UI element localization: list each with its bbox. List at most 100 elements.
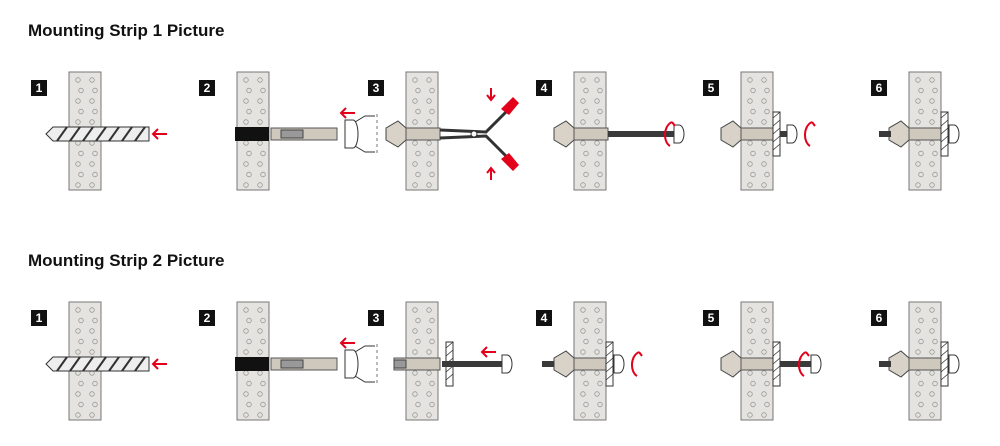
strip-1-title: Mounting Strip 1 Picture bbox=[28, 21, 225, 40]
wall-texture-dot bbox=[260, 317, 266, 324]
wall-texture-dot bbox=[429, 108, 435, 115]
step-badge: 1 bbox=[31, 80, 47, 96]
screw-shaft bbox=[780, 131, 787, 137]
step-illustration bbox=[45, 71, 167, 191]
wall-texture-dot bbox=[429, 401, 435, 408]
wall-texture-dot bbox=[429, 87, 435, 94]
wall-texture-dot bbox=[583, 338, 589, 345]
rotate-arrow-icon bbox=[798, 351, 810, 377]
wall-texture-dot bbox=[750, 380, 756, 387]
wall-texture-dot bbox=[764, 87, 770, 94]
screw-tip bbox=[542, 361, 554, 367]
wall-texture-dot bbox=[260, 87, 266, 94]
wall-texture-dot bbox=[747, 349, 753, 355]
screw-tip bbox=[879, 361, 891, 367]
wall-texture-dot bbox=[761, 182, 767, 188]
wall-texture-dot bbox=[747, 161, 753, 167]
wall-texture-dot bbox=[915, 119, 921, 125]
arrow-left-icon bbox=[339, 337, 355, 349]
wall-texture-dot bbox=[583, 380, 589, 387]
wall-texture-dot bbox=[915, 98, 921, 104]
wall-texture-dot bbox=[246, 317, 252, 324]
wall-texture-dot bbox=[78, 171, 84, 178]
expanded-anchor-legs bbox=[888, 120, 910, 148]
wall-texture-dot bbox=[257, 77, 263, 83]
wall-texture-dot bbox=[580, 370, 586, 376]
wall-texture-dot bbox=[932, 317, 938, 324]
wall-texture-dot bbox=[426, 391, 432, 397]
pliers-pivot bbox=[470, 130, 478, 138]
wall-texture-dot bbox=[583, 317, 589, 324]
screw-shaft bbox=[442, 361, 502, 367]
fixture-hatch bbox=[772, 365, 781, 373]
wall-texture-dot bbox=[426, 140, 432, 146]
arrow-left-icon bbox=[339, 107, 355, 119]
wall-texture-dot bbox=[246, 338, 252, 345]
wall-texture-dot bbox=[412, 349, 418, 355]
wall-texture-dot bbox=[92, 150, 98, 157]
fixture-hatch bbox=[772, 373, 781, 381]
wall-texture-dot bbox=[246, 108, 252, 115]
wall-texture-dot bbox=[246, 171, 252, 178]
fixture-hatch bbox=[940, 111, 949, 119]
wall-texture-dot bbox=[412, 182, 418, 188]
wall-texture-dot bbox=[412, 328, 418, 334]
wall-texture-dot bbox=[915, 349, 921, 355]
wall-texture-dot bbox=[415, 401, 421, 408]
wall-texture-dot bbox=[583, 401, 589, 408]
wall-texture-dot bbox=[597, 317, 603, 324]
wall-texture-dot bbox=[429, 338, 435, 345]
wall-texture-dot bbox=[583, 87, 589, 94]
wall-texture-dot bbox=[257, 391, 263, 397]
wall-texture-dot bbox=[915, 182, 921, 188]
wall-texture-dot bbox=[929, 77, 935, 83]
step-badge: 2 bbox=[199, 80, 215, 96]
screw-shaft bbox=[780, 361, 811, 367]
anchor-sleeve bbox=[405, 127, 441, 141]
wall-texture-dot bbox=[747, 119, 753, 125]
fixture-hatch bbox=[940, 365, 949, 373]
wall-texture-dot bbox=[415, 338, 421, 345]
wall-texture-dot bbox=[583, 108, 589, 115]
drill-flute bbox=[56, 126, 68, 142]
wall-texture-dot bbox=[929, 119, 935, 125]
wall-texture-dot bbox=[594, 140, 600, 146]
wall-texture-dot bbox=[761, 307, 767, 313]
drilled-hole bbox=[235, 127, 269, 141]
wall-texture-dot bbox=[915, 77, 921, 83]
screw-head bbox=[948, 124, 960, 144]
wall-texture-dot bbox=[429, 380, 435, 387]
fixture-hatch bbox=[445, 373, 454, 381]
drill-flute bbox=[69, 126, 81, 142]
wall-texture-dot bbox=[75, 391, 81, 397]
wall-texture-dot bbox=[915, 412, 921, 418]
step-illustration bbox=[553, 71, 685, 191]
fixture-hatch bbox=[940, 349, 949, 357]
arrow-up-icon bbox=[486, 166, 496, 180]
drill-flute bbox=[121, 356, 133, 372]
wall-texture-dot bbox=[412, 119, 418, 125]
wall-texture-dot bbox=[932, 108, 938, 115]
wall-texture-dot bbox=[580, 349, 586, 355]
wall-texture-dot bbox=[580, 328, 586, 334]
rotate-arrow-icon bbox=[664, 121, 676, 147]
wall-texture-dot bbox=[918, 87, 924, 94]
wall-texture-dot bbox=[929, 412, 935, 418]
arrow-left-icon bbox=[480, 346, 496, 358]
setting-tool bbox=[344, 115, 375, 153]
wall-texture-dot bbox=[761, 349, 767, 355]
step-badge: 5 bbox=[703, 310, 719, 326]
wall-texture-dot bbox=[78, 150, 84, 157]
wall-texture-dot bbox=[415, 380, 421, 387]
wall-texture-dot bbox=[415, 150, 421, 157]
wall-texture-dot bbox=[932, 338, 938, 345]
wall-texture-dot bbox=[412, 370, 418, 376]
drill-flute bbox=[134, 126, 146, 142]
wall-texture-dot bbox=[747, 328, 753, 334]
wall-texture-dot bbox=[92, 338, 98, 345]
wall-texture-dot bbox=[78, 317, 84, 324]
wall-texture-dot bbox=[246, 380, 252, 387]
wall-texture-dot bbox=[415, 108, 421, 115]
wall-texture-dot bbox=[594, 370, 600, 376]
